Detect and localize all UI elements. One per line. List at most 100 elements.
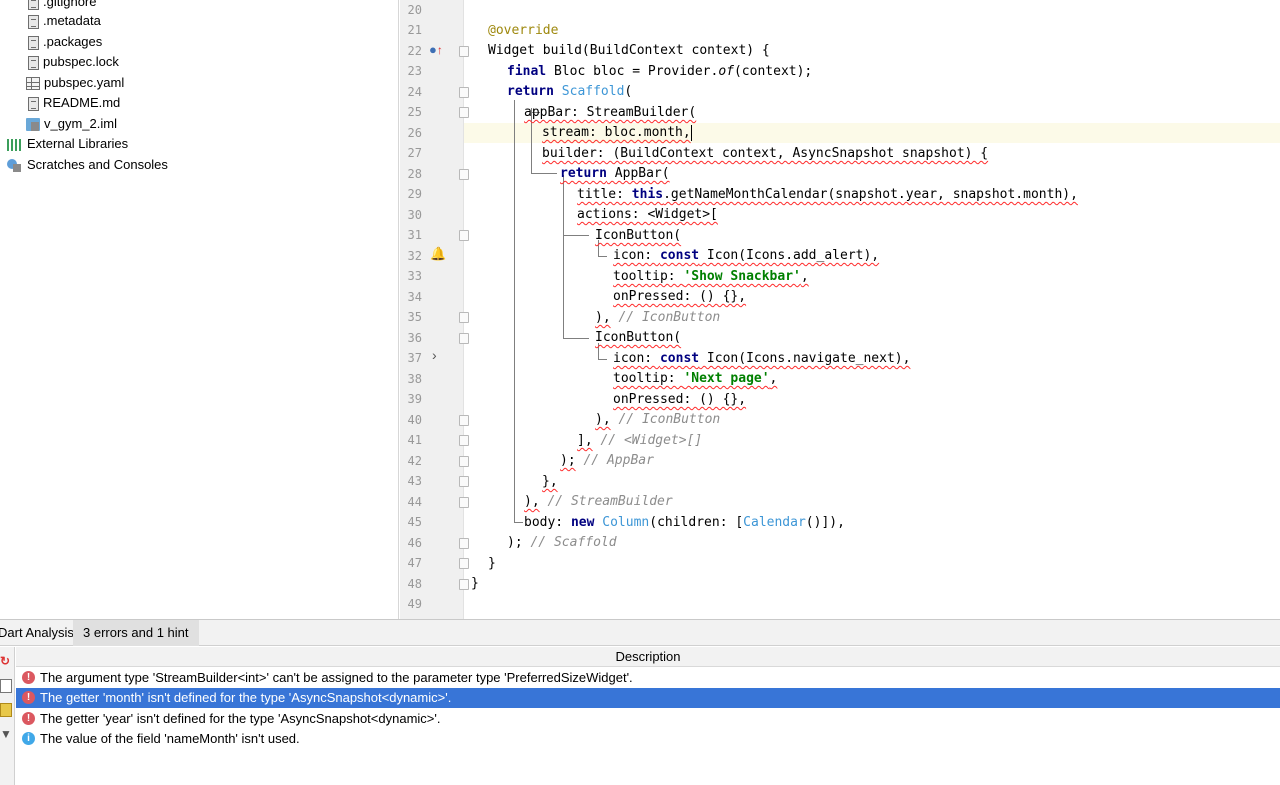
refresh-icon[interactable]: ↻ — [0, 654, 11, 668]
tree-item-label: External Libraries — [27, 136, 129, 151]
code-line-37: icon: const Icon(Icons.navigate_next), — [613, 349, 910, 369]
editor-gutter[interactable]: 20 21 22 23 24 25 26 27 28 29 30 31 32 3… — [400, 0, 469, 619]
fold-marker[interactable] — [459, 456, 469, 467]
analysis-message-row[interactable]: !The getter 'month' isn't defined for th… — [16, 688, 1280, 708]
message-text: The getter 'year' isn't defined for the … — [40, 711, 441, 726]
comment-token: // IconButton — [618, 310, 721, 325]
fold-marker[interactable] — [459, 107, 469, 118]
line-number: 37 — [407, 351, 422, 365]
module-file-icon — [26, 118, 40, 132]
code-line-47: } — [488, 554, 496, 574]
text-caret — [690, 124, 692, 141]
tree-item-label: .packages — [43, 34, 103, 49]
override-method-icon[interactable]: ●↑ — [429, 42, 443, 57]
code-token: of — [718, 64, 734, 79]
line-number: 36 — [407, 331, 422, 345]
dart-analysis-panel: Dart Analysis 3 errors and 1 hint ↻ ▼ De… — [0, 619, 1280, 785]
line-number: 34 — [407, 290, 422, 304]
description-column-header[interactable]: Description — [16, 647, 1280, 667]
line-number: 41 — [407, 433, 422, 447]
fold-marker[interactable] — [459, 230, 469, 241]
fold-marker[interactable] — [459, 415, 469, 426]
type-token: Calendar — [743, 515, 806, 530]
group-by-icon[interactable] — [0, 703, 12, 717]
code-line-48: } — [471, 574, 479, 594]
code-area[interactable]: @override Widget build(BuildContext cont… — [464, 0, 1280, 619]
indent-guide — [563, 235, 589, 236]
line-number: 45 — [407, 515, 422, 529]
keyword-token: final — [507, 64, 547, 79]
line-number: 44 — [407, 495, 422, 509]
line-number: 20 — [407, 3, 422, 17]
code-token: } — [471, 576, 479, 591]
fold-marker[interactable] — [459, 312, 469, 323]
code-token: Bloc bloc = Provider. — [546, 64, 719, 79]
code-line-30: actions: <Widget>[ — [577, 205, 718, 225]
fold-marker[interactable] — [459, 169, 469, 180]
settings-icon[interactable] — [0, 679, 12, 693]
comment-token: // Scaffold — [530, 535, 617, 550]
tree-item-pubspec-lock[interactable]: pubspec.lock — [28, 52, 119, 72]
indent-guide — [531, 108, 532, 174]
file-icon — [28, 0, 39, 10]
keyword-token: return — [560, 166, 607, 181]
code-token: (context); — [733, 64, 813, 79]
fold-marker[interactable] — [459, 46, 469, 57]
tree-item-label: .gitignore — [43, 0, 97, 9]
line-number: 39 — [407, 392, 422, 406]
code-token: ); — [507, 535, 523, 550]
annotation-token: @override — [488, 23, 559, 38]
code-line-31: IconButton( — [595, 226, 681, 246]
fold-marker[interactable] — [459, 333, 469, 344]
analysis-message-row[interactable]: !The getter 'year' isn't defined for the… — [16, 709, 1280, 729]
yaml-file-icon — [26, 77, 40, 91]
code-line-23: final Bloc bloc = Provider.of(context); — [507, 62, 812, 82]
tree-item-iml[interactable]: v_gym_2.iml — [26, 114, 117, 134]
indent-guide — [598, 343, 599, 359]
tab-dart-analysis[interactable]: Dart Analysis — [0, 625, 74, 640]
code-line-38: tooltip: 'Next page', — [613, 369, 777, 389]
line-number: 29 — [407, 187, 422, 201]
tree-item-metadata[interactable]: .metadata — [28, 11, 101, 31]
tree-item-pubspec-yaml[interactable]: pubspec.yaml — [26, 73, 124, 93]
fold-marker[interactable] — [459, 476, 469, 487]
fold-marker[interactable] — [459, 558, 469, 569]
tree-item-external-libraries[interactable]: External Libraries — [7, 134, 128, 154]
tab-errors-summary[interactable]: 3 errors and 1 hint — [73, 620, 199, 646]
line-number: 35 — [407, 310, 422, 324]
tree-item-readme[interactable]: README.md — [28, 93, 120, 113]
fold-marker[interactable] — [459, 497, 469, 508]
chevron-right-icon[interactable]: › — [432, 347, 437, 363]
tree-item-gitignore[interactable]: .gitignore — [28, 0, 96, 12]
tree-item-scratches[interactable]: Scratches and Consoles — [7, 155, 168, 175]
bell-icon[interactable]: 🔔 — [430, 246, 447, 261]
scratches-icon — [7, 158, 23, 173]
line-number: 49 — [407, 597, 422, 611]
fold-marker[interactable] — [459, 579, 469, 590]
keyword-token: new — [570, 515, 595, 530]
analysis-message-row[interactable]: !The argument type 'StreamBuilder<int>' … — [16, 668, 1280, 688]
fold-marker[interactable] — [459, 87, 469, 98]
code-line-36: IconButton( — [595, 328, 681, 348]
fold-marker[interactable] — [459, 435, 469, 446]
code-line-40: ), // IconButton — [595, 410, 720, 430]
indent-guide — [514, 522, 523, 523]
line-number: 48 — [407, 577, 422, 591]
line-number: 22 — [407, 44, 422, 58]
filter-icon[interactable]: ▼ — [0, 727, 12, 741]
code-token: AppBar( — [606, 166, 670, 181]
fold-marker[interactable] — [459, 538, 469, 549]
indent-guide — [563, 338, 589, 339]
line-number: 25 — [407, 105, 422, 119]
code-token: IconButton( — [595, 228, 682, 243]
code-token: icon: — [613, 248, 660, 263]
code-editor[interactable]: 20 21 22 23 24 25 26 27 28 29 30 31 32 3… — [400, 0, 1280, 619]
tree-item-packages[interactable]: .packages — [28, 32, 102, 52]
code-line-33: tooltip: 'Show Snackbar', — [613, 267, 809, 287]
code-line-28: return AppBar( — [560, 164, 670, 184]
line-number: 46 — [407, 536, 422, 550]
code-token: icon: — [613, 351, 660, 366]
comment-token: // <Widget>[] — [600, 433, 703, 448]
line-number: 42 — [407, 454, 422, 468]
